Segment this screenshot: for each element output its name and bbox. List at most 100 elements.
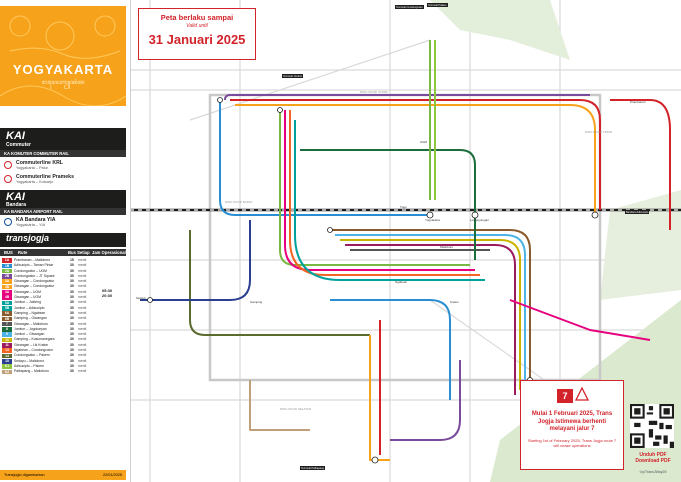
- tj-route-headway-unit: menit: [78, 348, 87, 353]
- label-kraton: Kraton: [450, 300, 459, 304]
- tj-route-number: 6A: [2, 311, 12, 316]
- tj-route-number: 11: [2, 343, 12, 348]
- tj-route-headway-unit: menit: [78, 342, 87, 347]
- tj-route-number: 1B: [2, 263, 12, 269]
- tj-col-route: Rute: [18, 250, 28, 255]
- tj-route-headway-unit: menit: [78, 263, 87, 268]
- tj-route-headway-unit: menit: [78, 284, 87, 289]
- section-commuter: KA KOMUTER COMMUTER RAIL: [0, 150, 126, 157]
- label-adisucipto: Bandara Adisucipto: [625, 210, 650, 214]
- route-7-notice: 7 Mulai 1 Februari 2025, Trans Jogja Ist…: [520, 380, 624, 470]
- hill-area-north: [430, 0, 570, 60]
- tj-route-headway: 30: [70, 369, 74, 374]
- city-title-block: YOGYAKARTA ꦔꦪꦺꦴꦒꦾꦏꦂꦠ: [0, 6, 126, 106]
- tj-route-headway: 30: [70, 358, 74, 363]
- tj-route-name: Jombor – Jogokaryan: [14, 326, 47, 331]
- kai-logo: KAI: [6, 130, 25, 142]
- city-title-script: ꦔꦪꦺꦴꦒꦾꦏꦂꦠ: [41, 80, 85, 86]
- label-ring-east: RING ROAD TIMUR: [585, 130, 613, 134]
- footer-right: 22/01/2025: [102, 473, 122, 477]
- download-url[interactable]: t.ly/TransJWay25: [639, 470, 667, 474]
- tj-route-headway: 30: [70, 284, 74, 289]
- city-title: YOGYAKARTA: [12, 62, 114, 77]
- batik-pattern-icon: [0, 15, 126, 106]
- tj-route-headway: 30: [70, 326, 74, 331]
- tj-route-headway: 30: [70, 305, 74, 310]
- notice-valid-line2: Valid until: [186, 23, 208, 29]
- hours-close: 20:30: [101, 293, 113, 298]
- tj-route-headway: 30: [70, 289, 74, 294]
- tj-route-headway: 30: [70, 342, 74, 347]
- validity-notice: Peta berlaku sampai Valid until 31 Janua…: [138, 8, 256, 60]
- tj-route-number: 8: [2, 327, 12, 332]
- label-yogyakarta-station: Yogyakarta: [425, 218, 440, 222]
- tj-route-name: Jombor – Giwangan: [14, 332, 45, 337]
- label-ring-south: RING ROAD SELATAN: [280, 407, 312, 411]
- tj-route-name: Prambanan – Malioboro: [14, 258, 51, 262]
- tj-route-number: K2: [2, 369, 12, 375]
- bus-routes: [140, 40, 671, 461]
- tj-route-headway: 15: [70, 258, 74, 262]
- tj-route-name: Giwangan – Condongcatur: [14, 279, 55, 284]
- route-7-notice-text: Mulai 1 Februari 2025, Trans Jogja Istim…: [531, 411, 613, 432]
- download-pdf-label[interactable]: Unduh PDF Download PDF: [628, 452, 678, 464]
- tj-route-number: 1A: [2, 258, 12, 263]
- tj-route-number: 9: [2, 332, 12, 338]
- tj-route-headway-unit: menit: [78, 363, 87, 368]
- kai-commuter-bar: KAI Commuter: [0, 128, 126, 150]
- tj-route-headway-unit: menit: [78, 273, 87, 278]
- warning-icon: [574, 386, 590, 403]
- qr-code-icon[interactable]: [630, 404, 674, 448]
- label-ugm: UGM: [420, 140, 427, 144]
- route-7-notice-sub: Starting 1st of February 2025, Trans Jog…: [527, 438, 617, 448]
- kai-bandara-bar: KAI Bandara: [0, 190, 126, 208]
- tj-route-headway-unit: menit: [78, 310, 87, 315]
- tj-route-name: Giwangan – Condongcatur: [14, 284, 55, 289]
- footer-bar: Transjoglo digambarkan 22/01/2025: [0, 470, 126, 480]
- transjogja-bar: transjogja: [0, 233, 126, 247]
- tj-route-name: Gamping – Giwangan: [14, 316, 47, 321]
- tj-route-name: Jombor – Jokteng: [14, 300, 41, 305]
- tj-route-number: 15: [2, 358, 12, 364]
- line-name: Commuterline KRL: [16, 160, 63, 166]
- bus-label: BUS: [4, 250, 13, 255]
- hours-open: 05:30: [101, 288, 113, 293]
- tj-route-number: 3A: [2, 279, 12, 285]
- kai-bandara-sub: Bandara: [6, 202, 27, 208]
- hill-area-east: [600, 190, 681, 300]
- tj-route-name: Giwangan – Lik Kraton: [14, 342, 49, 347]
- tj-route-name: Jombor – Adisucipto: [14, 305, 45, 310]
- tj-route-headway-unit: menit: [78, 326, 87, 331]
- tj-route-headway-unit: menit: [78, 295, 87, 300]
- tj-col-hours: Jam Operasional: [92, 250, 126, 255]
- line-name: KA Bandara YIA: [16, 217, 56, 223]
- tj-route-headway: 30: [70, 348, 74, 353]
- tj-route-name: Condongcatur – JT Square: [14, 273, 55, 278]
- tj-route-name: Sedayu – Malioboro: [14, 358, 45, 363]
- tj-route-headway: 30: [70, 300, 74, 305]
- tj-route-headway: 30: [70, 332, 74, 337]
- prameks-line-icon: [4, 175, 12, 183]
- tj-route-headway: 30: [70, 316, 74, 321]
- tj-route-headway-unit: menit: [78, 332, 87, 337]
- tj-route-number: 3B: [2, 284, 12, 290]
- tj-route-headway-unit: menit: [78, 321, 87, 326]
- tj-route-headway-unit: menit: [78, 300, 87, 305]
- tj-route-number: 7: [2, 321, 12, 327]
- tj-route-headway-unit: menit: [78, 268, 87, 273]
- tj-route-number: 14: [2, 353, 12, 359]
- legend-panel: YOGYAKARTA ꦔꦪꦺꦴꦒꦾꦏꦂꦠ KAI Commuter KA KOM…: [0, 0, 131, 482]
- tj-route-headway: 30: [70, 363, 74, 368]
- tj-route-headway: 30: [70, 353, 74, 358]
- section-bus: BUS Rute Bus Setiap Jam Operasional: [0, 249, 126, 256]
- tj-route-headway-unit: menit: [78, 279, 87, 284]
